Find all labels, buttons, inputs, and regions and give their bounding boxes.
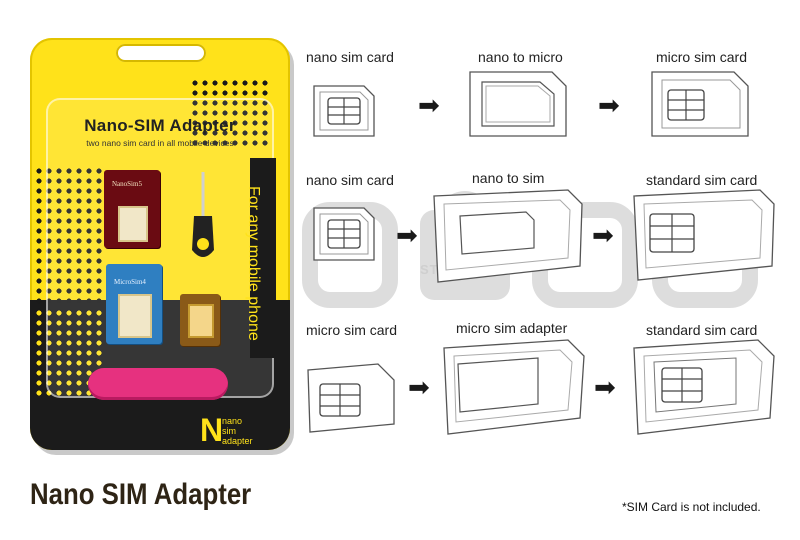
row2-arrow-2-icon: ➡ <box>592 220 614 250</box>
row2-standard-adapter <box>433 189 583 283</box>
package-title: Nano-SIM Adapter <box>84 116 236 135</box>
row3-result-label: standard sim card <box>646 322 758 338</box>
row3-standard-adapter <box>443 339 585 435</box>
row3-standard-result <box>633 339 775 435</box>
row2-standard-result <box>633 189 775 281</box>
row2-nano-card <box>313 207 375 261</box>
row1-result-label: micro sim card <box>656 49 748 65</box>
row1-micro-result <box>651 71 749 137</box>
logo-line-3: adapter <box>222 436 253 446</box>
row3-arrow-1-icon: ➡ <box>408 372 430 402</box>
adapter-card-red-slot <box>118 206 148 242</box>
row1-arrow-2-icon: ➡ <box>598 90 620 120</box>
side-band-text: For any mobile phone <box>245 186 262 341</box>
side-band <box>250 158 276 358</box>
package-subtitle: two nano sim card in all mobile devices <box>86 138 234 148</box>
adapter-card-blue-label: MicroSim4 <box>114 278 146 286</box>
row2-arrow-1-icon: ➡ <box>396 220 418 250</box>
eject-pin-icon <box>192 172 214 257</box>
logo-text: nano sim adapter <box>222 416 253 446</box>
nail-file <box>88 368 228 400</box>
row2-from-label: nano sim card <box>306 172 394 188</box>
row2-result-label: standard sim card <box>646 172 758 188</box>
row3-from-label: micro sim card <box>306 322 398 338</box>
product-package: Nano-SIM Adapter two nano sim card in al… <box>30 38 290 450</box>
row1-from-label: nano sim card <box>306 49 394 65</box>
product-title: Nano SIM Adapter <box>30 478 252 511</box>
adapter-card-red: NanoSim5 <box>104 170 160 248</box>
adapter-card-blue: MicroSim4 <box>106 264 162 344</box>
row1-adapter-label: nano to micro <box>478 49 563 65</box>
adapter-card-gold-slot <box>188 304 214 338</box>
blister-pack <box>46 98 274 398</box>
row3-adapter-label: micro sim adapter <box>456 320 568 336</box>
adapter-card-gold <box>180 294 220 346</box>
dot-pattern-left <box>34 166 104 316</box>
hang-hole <box>116 44 206 62</box>
logo-letter: N <box>200 412 224 448</box>
row1-nano-card <box>313 85 375 137</box>
row1-micro-adapter <box>469 71 567 137</box>
sim-not-included-note: *SIM Card is not included. <box>622 500 761 514</box>
row3-micro-card <box>307 363 395 433</box>
dot-pattern-top-right <box>190 78 270 148</box>
adapter-card-red-label: NanoSim5 <box>112 180 142 188</box>
logo-line-1: nano <box>222 416 243 426</box>
row2-adapter-label: nano to sim <box>472 170 545 186</box>
row1-arrow-1-icon: ➡ <box>418 90 440 120</box>
adapter-card-blue-slot <box>118 294 152 338</box>
row3-arrow-2-icon: ➡ <box>594 372 616 402</box>
logo-line-2: sim <box>222 426 236 436</box>
